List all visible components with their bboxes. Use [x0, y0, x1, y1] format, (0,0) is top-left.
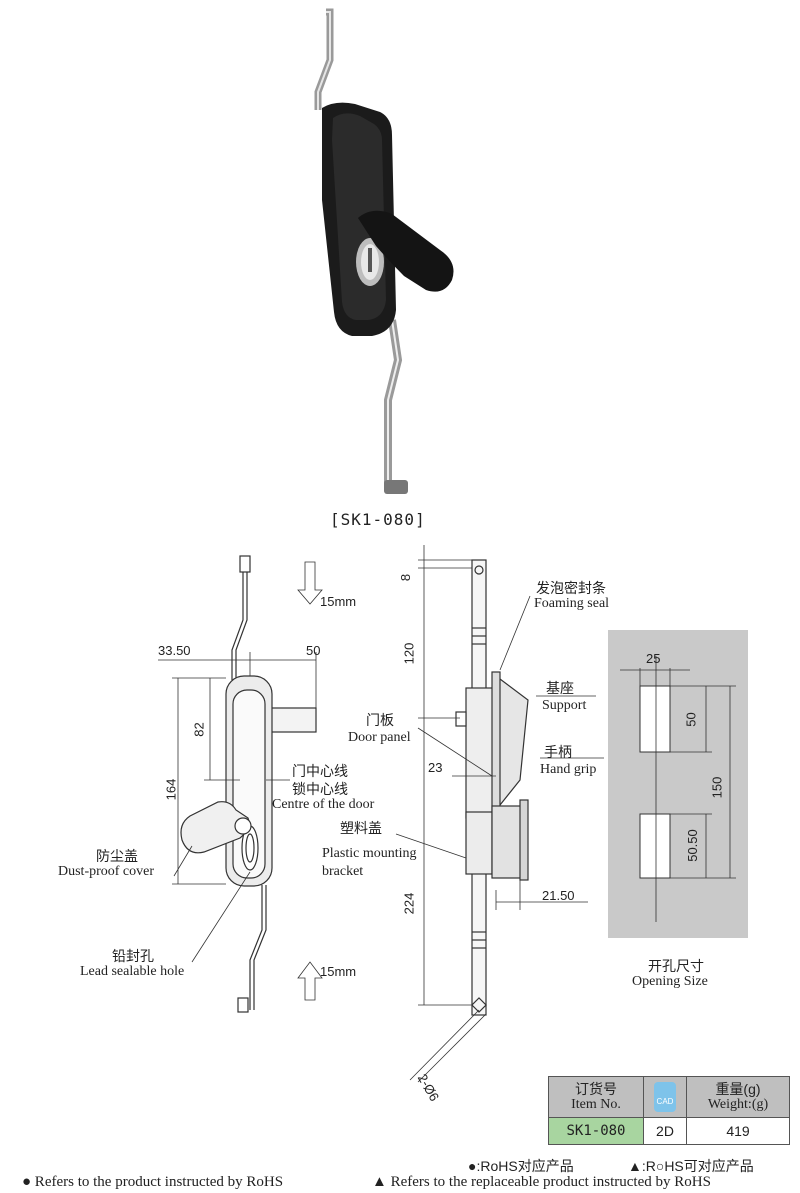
dim-21-50: 21.50 [542, 888, 575, 903]
order-table: 订货号 Item No. CAD 重量(g) Weight:(g) SK1-08… [548, 1076, 790, 1145]
foaming-seal-cn: 发泡密封条 [536, 580, 606, 596]
stroke-up-label: 15mm [320, 594, 357, 609]
table-row: SK1-080 2D 419 [548, 1117, 790, 1145]
lead-hole-cn: 铅封孔 [112, 948, 154, 964]
header-item-no-en: Item No. [571, 1097, 621, 1112]
cad-label: CAD [656, 1097, 674, 1106]
dim-23: 23 [428, 760, 443, 775]
legend-rohs-en: ● Refers to the product instructed by Ro… [22, 1174, 284, 1190]
centre-en: Centre of the door [272, 797, 375, 812]
cell-format: 2D [643, 1117, 687, 1145]
hand-grip-en: Hand grip [540, 762, 597, 777]
opening-w25: 25 [646, 651, 661, 666]
hand-grip-cn: 手柄 [544, 744, 572, 760]
support-en: Support [542, 698, 587, 713]
header-weight: 重量(g) Weight:(g) [686, 1076, 790, 1118]
header-weight-en: Weight:(g) [707, 1097, 769, 1112]
legend-rohs-replace-en: ▲ Refers to the replaceable product inst… [372, 1174, 711, 1190]
dim-50-top: 50 [306, 643, 321, 658]
dust-cover-cn: 防尘盖 [96, 848, 138, 864]
opening-title-cn: 开孔尺寸 [648, 958, 704, 974]
plastic-bracket-cn: 塑料盖 [340, 820, 382, 836]
legend-rohs-cn: ●:RoHS对应产品 [468, 1156, 574, 1176]
opening-size-panel [608, 630, 748, 938]
cell-item: SK1-080 [548, 1117, 644, 1145]
door-panel-cn: 门板 [366, 712, 394, 728]
opening-title-en: Opening Size [632, 974, 708, 989]
stroke-down-label: 15mm [320, 964, 357, 979]
header-item-no: 订货号 Item No. [548, 1076, 644, 1118]
opening-h50: 50 [683, 712, 699, 727]
centre-cn-1: 门中心线 [292, 763, 348, 779]
support-cn: 基座 [546, 680, 574, 696]
centre-cn-2: 锁中心线 [292, 781, 348, 797]
opening-h150: 150 [709, 776, 725, 799]
plastic-bracket-en-2: bracket [322, 864, 364, 879]
legend-rohs-replace-cn-text: ▲:R○HS可对应产品 [628, 1158, 754, 1174]
header-weight-cn: 重量(g) [715, 1081, 761, 1097]
legend-rohs-replace-cn: ▲:R○HS可对应产品 [628, 1156, 754, 1176]
opening-h50-50: 50.50 [684, 829, 700, 862]
dim-33-50: 33.50 [158, 643, 191, 658]
foaming-seal-en: Foaming seal [534, 596, 610, 611]
model-caption: [SK1-080] [330, 510, 426, 529]
legend-rohs-cn-text: ●:RoHS对应产品 [468, 1158, 574, 1174]
product-photo [314, 8, 454, 494]
cad-file-icon: CAD [654, 1082, 676, 1112]
plastic-bracket-en-1: Plastic mounting [322, 846, 417, 861]
header-item-no-cn: 订货号 [575, 1081, 617, 1097]
door-panel-en: Door panel [348, 730, 411, 745]
lead-hole-en: Lead sealable hole [80, 964, 185, 979]
dust-cover-en: Dust-proof cover [58, 864, 155, 879]
cell-weight: 419 [686, 1117, 790, 1145]
header-cad: CAD [643, 1076, 687, 1118]
